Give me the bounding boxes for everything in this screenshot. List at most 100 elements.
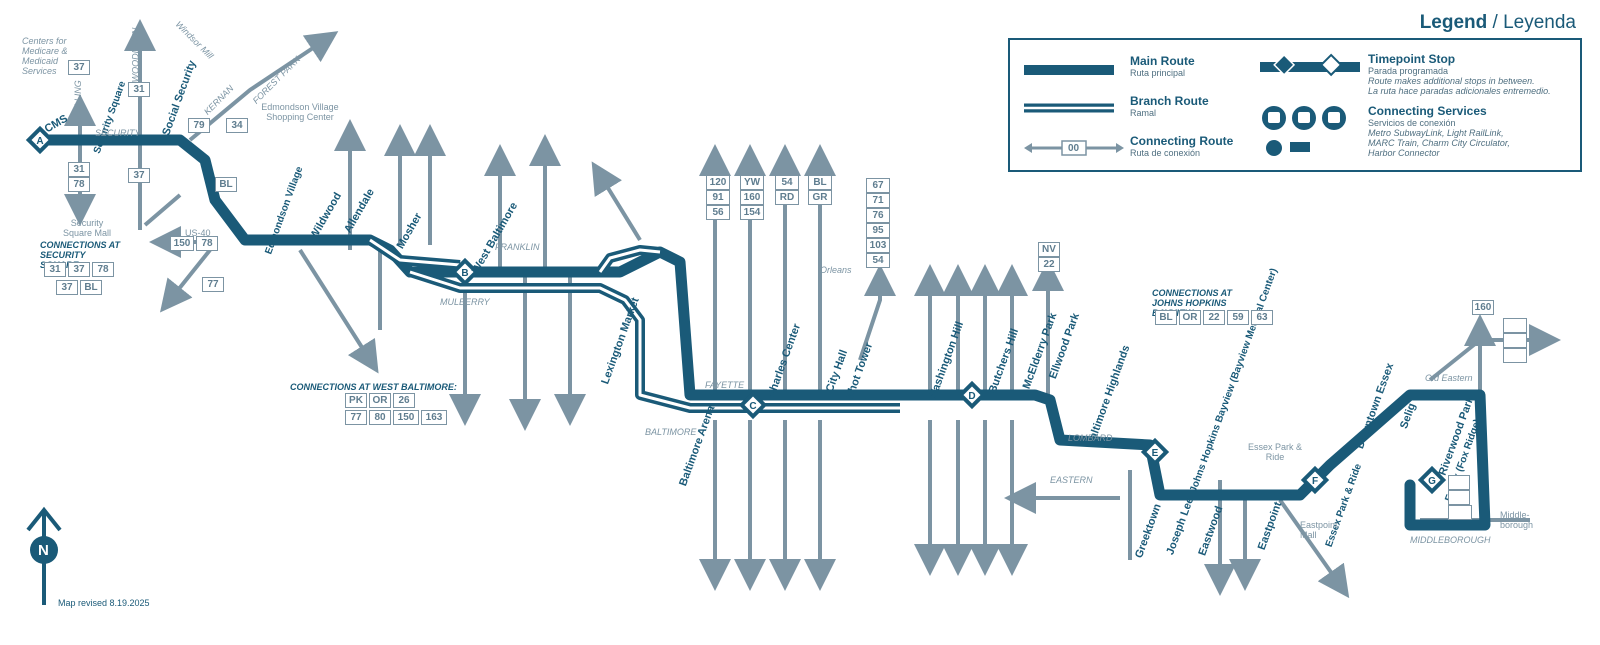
north-label: N <box>38 542 49 559</box>
route-box: 76 <box>866 208 890 223</box>
street-edmondson-village-shopping: Edmondson Village Shopping Center <box>261 102 339 122</box>
legend-connecting-services-list: Metro SubwayLink, Light RailLink, <box>1368 128 1504 138</box>
north-arrow-icon <box>26 506 62 605</box>
legend-branch-swatch <box>1024 103 1114 113</box>
legend-main-route-es: Ruta principal <box>1130 68 1186 78</box>
route-box: 54 <box>866 253 890 268</box>
legend-timepoint: Timepoint Stop <box>1368 52 1456 66</box>
route-box: 154 <box>740 205 764 220</box>
branch-route <box>367 235 900 413</box>
route-box: BL <box>808 175 832 190</box>
connections-west-baltimore-title: CONNECTIONS AT WEST BALTIMORE: <box>290 382 457 392</box>
legend-panel: Main Route Ruta principal Branch Route R… <box>1008 38 1582 172</box>
legend-timepoint-swatch <box>1260 53 1360 77</box>
route-box: 63 <box>1251 310 1273 325</box>
street-franklin: FRANKLIN <box>495 242 540 252</box>
route-box: 26 <box>393 393 415 408</box>
legend-main-route: Main Route <box>1130 54 1195 68</box>
route-box: 95 <box>866 223 890 238</box>
route-box: 78 <box>92 262 114 277</box>
route-box: 77 <box>202 277 224 292</box>
route-box: BL <box>1155 310 1177 325</box>
legend-branch-route: Branch Route <box>1130 94 1209 108</box>
legend-main-swatch <box>1024 65 1114 75</box>
route-box <box>1503 318 1527 333</box>
route-box: 77 <box>345 410 367 425</box>
route-box: 78 <box>196 236 218 251</box>
legend-connecting-services-list3: Harbor Connector <box>1368 148 1440 158</box>
route-box: 37 <box>56 280 78 295</box>
street-essex-park-ride: Essex Park & Ride <box>1247 442 1303 462</box>
route-box: 22 <box>1038 257 1060 272</box>
svg-text:E: E <box>1152 448 1159 459</box>
legend-branch-route-es: Ramal <box>1130 108 1157 118</box>
route-box: 56 <box>706 205 730 220</box>
legend-connecting-services: Connecting Services <box>1368 104 1487 118</box>
route-box: 91 <box>706 190 730 205</box>
timepoint-c: C <box>738 390 768 420</box>
timepoint-e: E <box>1140 437 1170 467</box>
svg-text:F: F <box>1312 476 1318 487</box>
map-revised-date: Map revised 8.19.2025 <box>58 598 150 608</box>
timepoint-g: G <box>1417 465 1447 495</box>
route-box: 31 <box>128 82 150 97</box>
street-security-square-mall: Security Square Mall <box>62 218 112 238</box>
legend-title: Legend / Leyenda <box>1419 12 1576 33</box>
timepoint-d: D <box>957 380 987 410</box>
svg-text:C: C <box>749 401 756 412</box>
svg-text:G: G <box>1428 476 1436 487</box>
legend-timepoint-note-es: La ruta hace paradas adicionales entreme… <box>1368 86 1551 96</box>
route-box: 78 <box>68 177 90 192</box>
route-box: 34 <box>226 118 248 133</box>
route-box: 150 <box>170 236 194 251</box>
legend-timepoint-note: Route makes additional stops in between. <box>1368 76 1535 86</box>
legend-connecting-route-es: Ruta de conexión <box>1130 148 1201 158</box>
street-mulberry: MULBERRY <box>440 297 490 307</box>
route-box: 59 <box>1227 310 1249 325</box>
route-box: BL <box>215 177 237 192</box>
route-box: 103 <box>866 238 890 253</box>
route-box: 67 <box>866 178 890 193</box>
route-box: 160 <box>740 190 764 205</box>
route-box <box>1503 348 1527 363</box>
route-box: 79 <box>188 118 210 133</box>
route-box: 150 <box>393 410 419 425</box>
route-box: YW <box>740 175 764 190</box>
street-cms-services: Centers for Medicare & Medicaid Services <box>22 36 68 76</box>
route-box: 163 <box>421 410 447 425</box>
street-middle-borough: Middle-borough <box>1500 510 1534 530</box>
route-box: 160 <box>1472 300 1494 315</box>
route-box: GR <box>808 190 832 205</box>
route-box: OR <box>369 393 391 408</box>
route-box: 37 <box>128 168 150 183</box>
route-box: 37 <box>68 262 90 277</box>
route-box: BL <box>80 280 102 295</box>
route-box: NV <box>1038 242 1060 257</box>
street-eastern: EASTERN <box>1050 475 1093 485</box>
street-fayette: FAYETTE <box>705 380 745 390</box>
route-box: 71 <box>866 193 890 208</box>
legend-services-icons <box>1262 106 1346 156</box>
svg-text:D: D <box>968 391 975 402</box>
route-box: 54 <box>775 175 799 190</box>
route-box: PK <box>345 393 367 408</box>
route-box: 80 <box>369 410 391 425</box>
route-box: 37 <box>68 60 90 75</box>
legend-connecting-services-list2: MARC Train, Charm City Circulator, <box>1368 138 1510 148</box>
legend-timepoint-es: Parada programada <box>1368 66 1449 76</box>
street-us40: US-40 <box>185 228 211 238</box>
legend-connecting-services-es: Servicios de conexión <box>1368 118 1456 128</box>
street-woodlawn: WOODLAWN <box>130 27 141 83</box>
svg-text:B: B <box>461 268 468 279</box>
street-middleborough: MIDDLEBOROUGH <box>1410 535 1491 545</box>
street-old-eastern: Old Eastern <box>1425 373 1473 383</box>
route-box <box>1448 505 1472 520</box>
street-security: SECURITY <box>95 128 141 138</box>
route-box <box>1448 490 1470 505</box>
legend-connecting-swatch <box>1024 140 1124 156</box>
route-box: 31 <box>68 162 90 177</box>
street-baltimore: BALTIMORE <box>645 427 697 437</box>
legend-connecting-box: 00 <box>1067 143 1080 154</box>
main-route <box>34 134 1491 531</box>
